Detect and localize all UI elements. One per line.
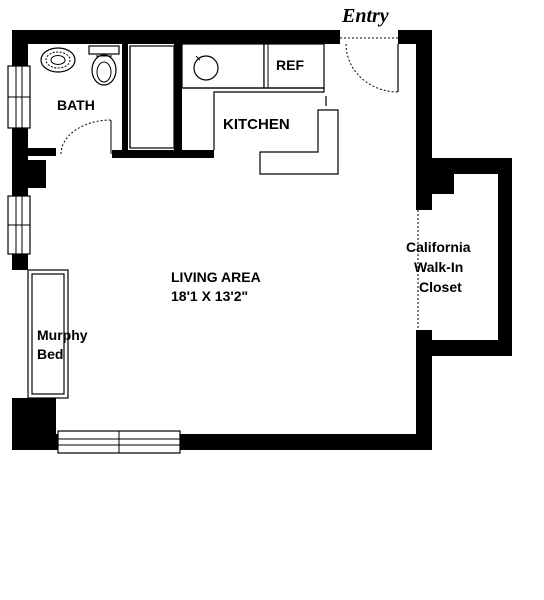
interior-walls (28, 44, 214, 158)
refrigerator (263, 43, 325, 89)
living-dimensions: 18'1 X 13'2" (171, 288, 248, 304)
murphy-bed-label-line1: Murphy (37, 327, 88, 343)
closet-label-line1: California (406, 239, 471, 255)
left-wall-c (12, 254, 28, 270)
bath-kitchen-bottom-wall (112, 150, 214, 158)
window-bath (7, 65, 31, 129)
top-wall (12, 30, 340, 44)
living-area-label: LIVING AREA (171, 269, 261, 285)
kitchen-fixtures (181, 43, 339, 175)
entry-door[interactable] (340, 30, 399, 93)
ref-label: REF (276, 57, 304, 73)
closet-bottom-wall (432, 340, 512, 356)
closet-label-line2: Walk-In (414, 259, 463, 275)
toilet-icon (88, 45, 120, 86)
windows (7, 65, 181, 454)
bath-notch (28, 160, 46, 188)
exterior-walls (12, 30, 432, 450)
bath-fixtures (40, 45, 120, 155)
closet-inner-step (432, 174, 454, 194)
bottom-wall (180, 434, 432, 450)
closet-top-wall (432, 158, 512, 174)
bath-label: BATH (57, 97, 95, 113)
right-wall-lower (416, 330, 432, 450)
kitchen-left-wall (174, 44, 182, 158)
left-wall-d (12, 398, 56, 450)
left-wall-b (12, 128, 28, 196)
sink-icon (40, 47, 76, 73)
closet-right-wall (498, 158, 512, 356)
entry-label: Entry (341, 5, 389, 27)
bath-door (60, 119, 112, 155)
linen-closet (129, 45, 175, 149)
window-left-living (7, 195, 31, 255)
bath-bottom-wall-left (28, 148, 56, 156)
kitchen-label: KITCHEN (223, 116, 290, 133)
murphy-bed (27, 269, 69, 399)
stove-icon (181, 43, 265, 89)
left-wall-a (12, 30, 28, 66)
kitchen-counter (259, 109, 339, 175)
closet-label-line3: Closet (419, 279, 462, 295)
window-bottom (57, 430, 181, 454)
right-wall-upper (416, 30, 432, 210)
closet-walls (417, 158, 512, 356)
murphy-bed-label-line2: Bed (37, 346, 63, 362)
bath-right-wall (122, 44, 128, 158)
